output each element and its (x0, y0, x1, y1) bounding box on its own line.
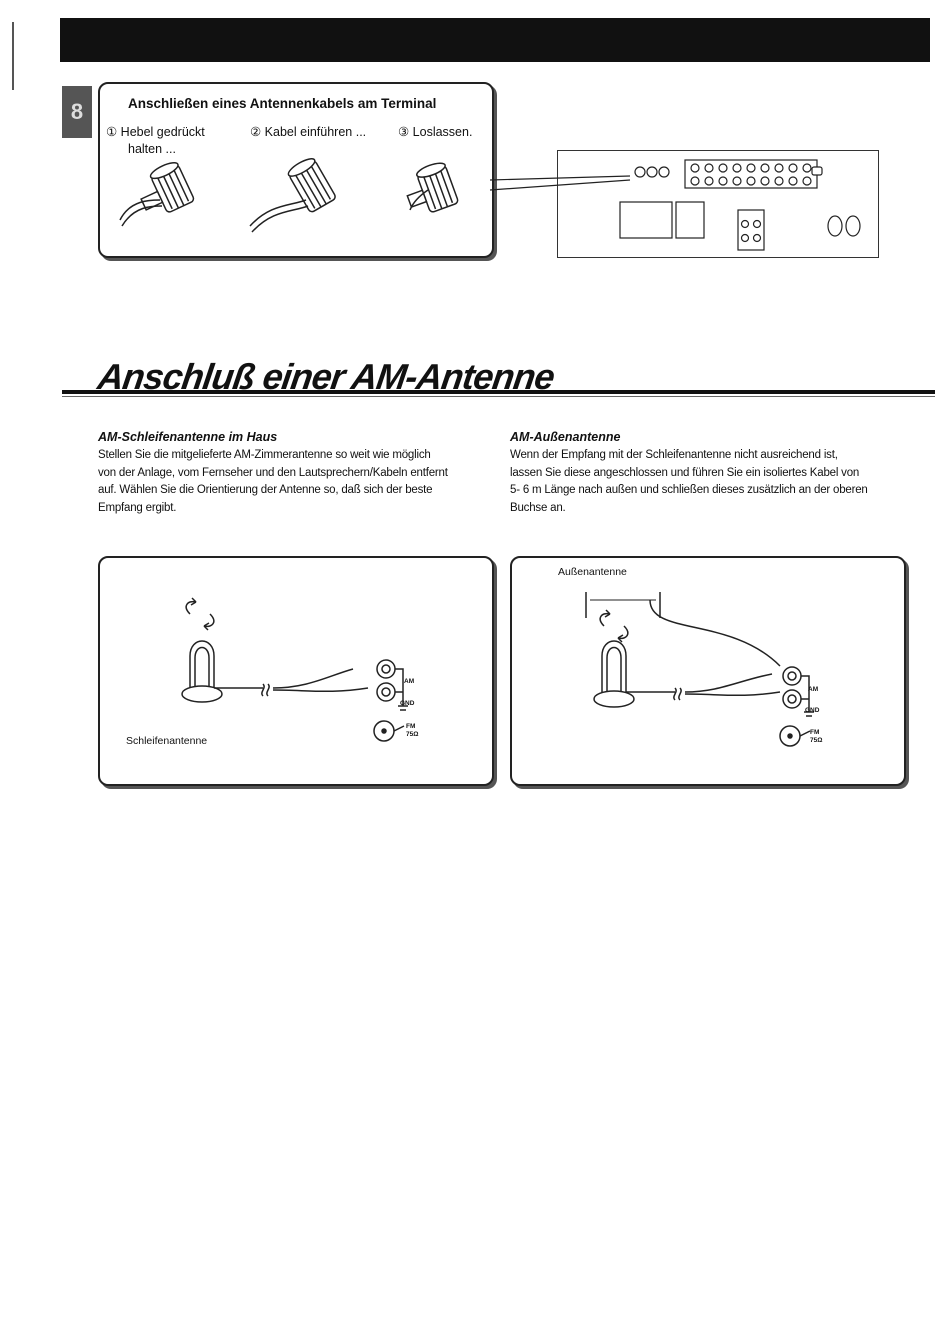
fm-terminal-label-right: FM (810, 729, 820, 736)
am-terminal-label-right: AM (808, 686, 819, 693)
left-line-3: auf. Wählen Sie die Orientierung der Ant… (98, 484, 433, 496)
fm-terminal-label: FM (406, 723, 416, 730)
loop-antenna-diagram-box (98, 556, 494, 786)
left-line-2: von der Anlage, vom Fernseher und den La… (98, 466, 448, 479)
title-underline-thin (62, 396, 935, 397)
left-column-paragraph: Stellen Sie die mitgelieferte AM-Zimmera… (98, 447, 498, 517)
am-terminal-label: AM (404, 678, 415, 685)
step-2-text: ② Kabel einführen ... (250, 125, 367, 139)
left-line-1: Stellen Sie die mitgelieferte AM-Zimmera… (98, 449, 431, 461)
right-column-heading: AM-Außenantenne (510, 430, 621, 444)
terminal-box-title: Anschließen eines Antennenkabels am Term… (128, 96, 437, 111)
left-column-heading: AM-Schleifenantenne im Haus (98, 430, 278, 444)
left-line-4: Empfang ergibt. (98, 501, 177, 514)
right-line-1: Wenn der Empfang mit der Schleifenantenn… (510, 449, 838, 461)
page-tab-number: 8 (62, 86, 92, 138)
terminal-illustrations (119, 158, 459, 233)
header-bar (60, 18, 930, 62)
right-line-3: 5- 6 m Länge nach außen und schließen di… (510, 484, 868, 496)
fm-impedance-label: 75Ω (406, 731, 419, 738)
step-3-text: ③ Loslassen. (398, 125, 473, 139)
receiver-panel-drawing (489, 159, 861, 251)
gnd-terminal-label-right: GND (805, 707, 820, 714)
loop-antenna-label: Schleifenantenne (126, 735, 208, 747)
outdoor-antenna-diagram (585, 592, 814, 747)
outdoor-antenna-diagram-box (510, 556, 906, 786)
gnd-terminal-label: GND (400, 700, 415, 707)
title-underline (62, 390, 935, 394)
right-column-paragraph: Wenn der Empfang mit der Schleifenantenn… (510, 447, 910, 517)
right-line-2: lassen Sie diese angeschlossen und führe… (510, 466, 860, 479)
margin-mark (12, 22, 14, 90)
outdoor-antenna-label: Außenantenne (558, 566, 627, 578)
right-line-4: Buchse an. (510, 501, 566, 514)
step-1-text-cont: halten ... (128, 142, 176, 156)
step-1-text: ① Hebel gedrückt (106, 125, 205, 139)
loop-antenna-diagram (181, 597, 408, 742)
fm-impedance-label-right: 75Ω (810, 737, 823, 744)
